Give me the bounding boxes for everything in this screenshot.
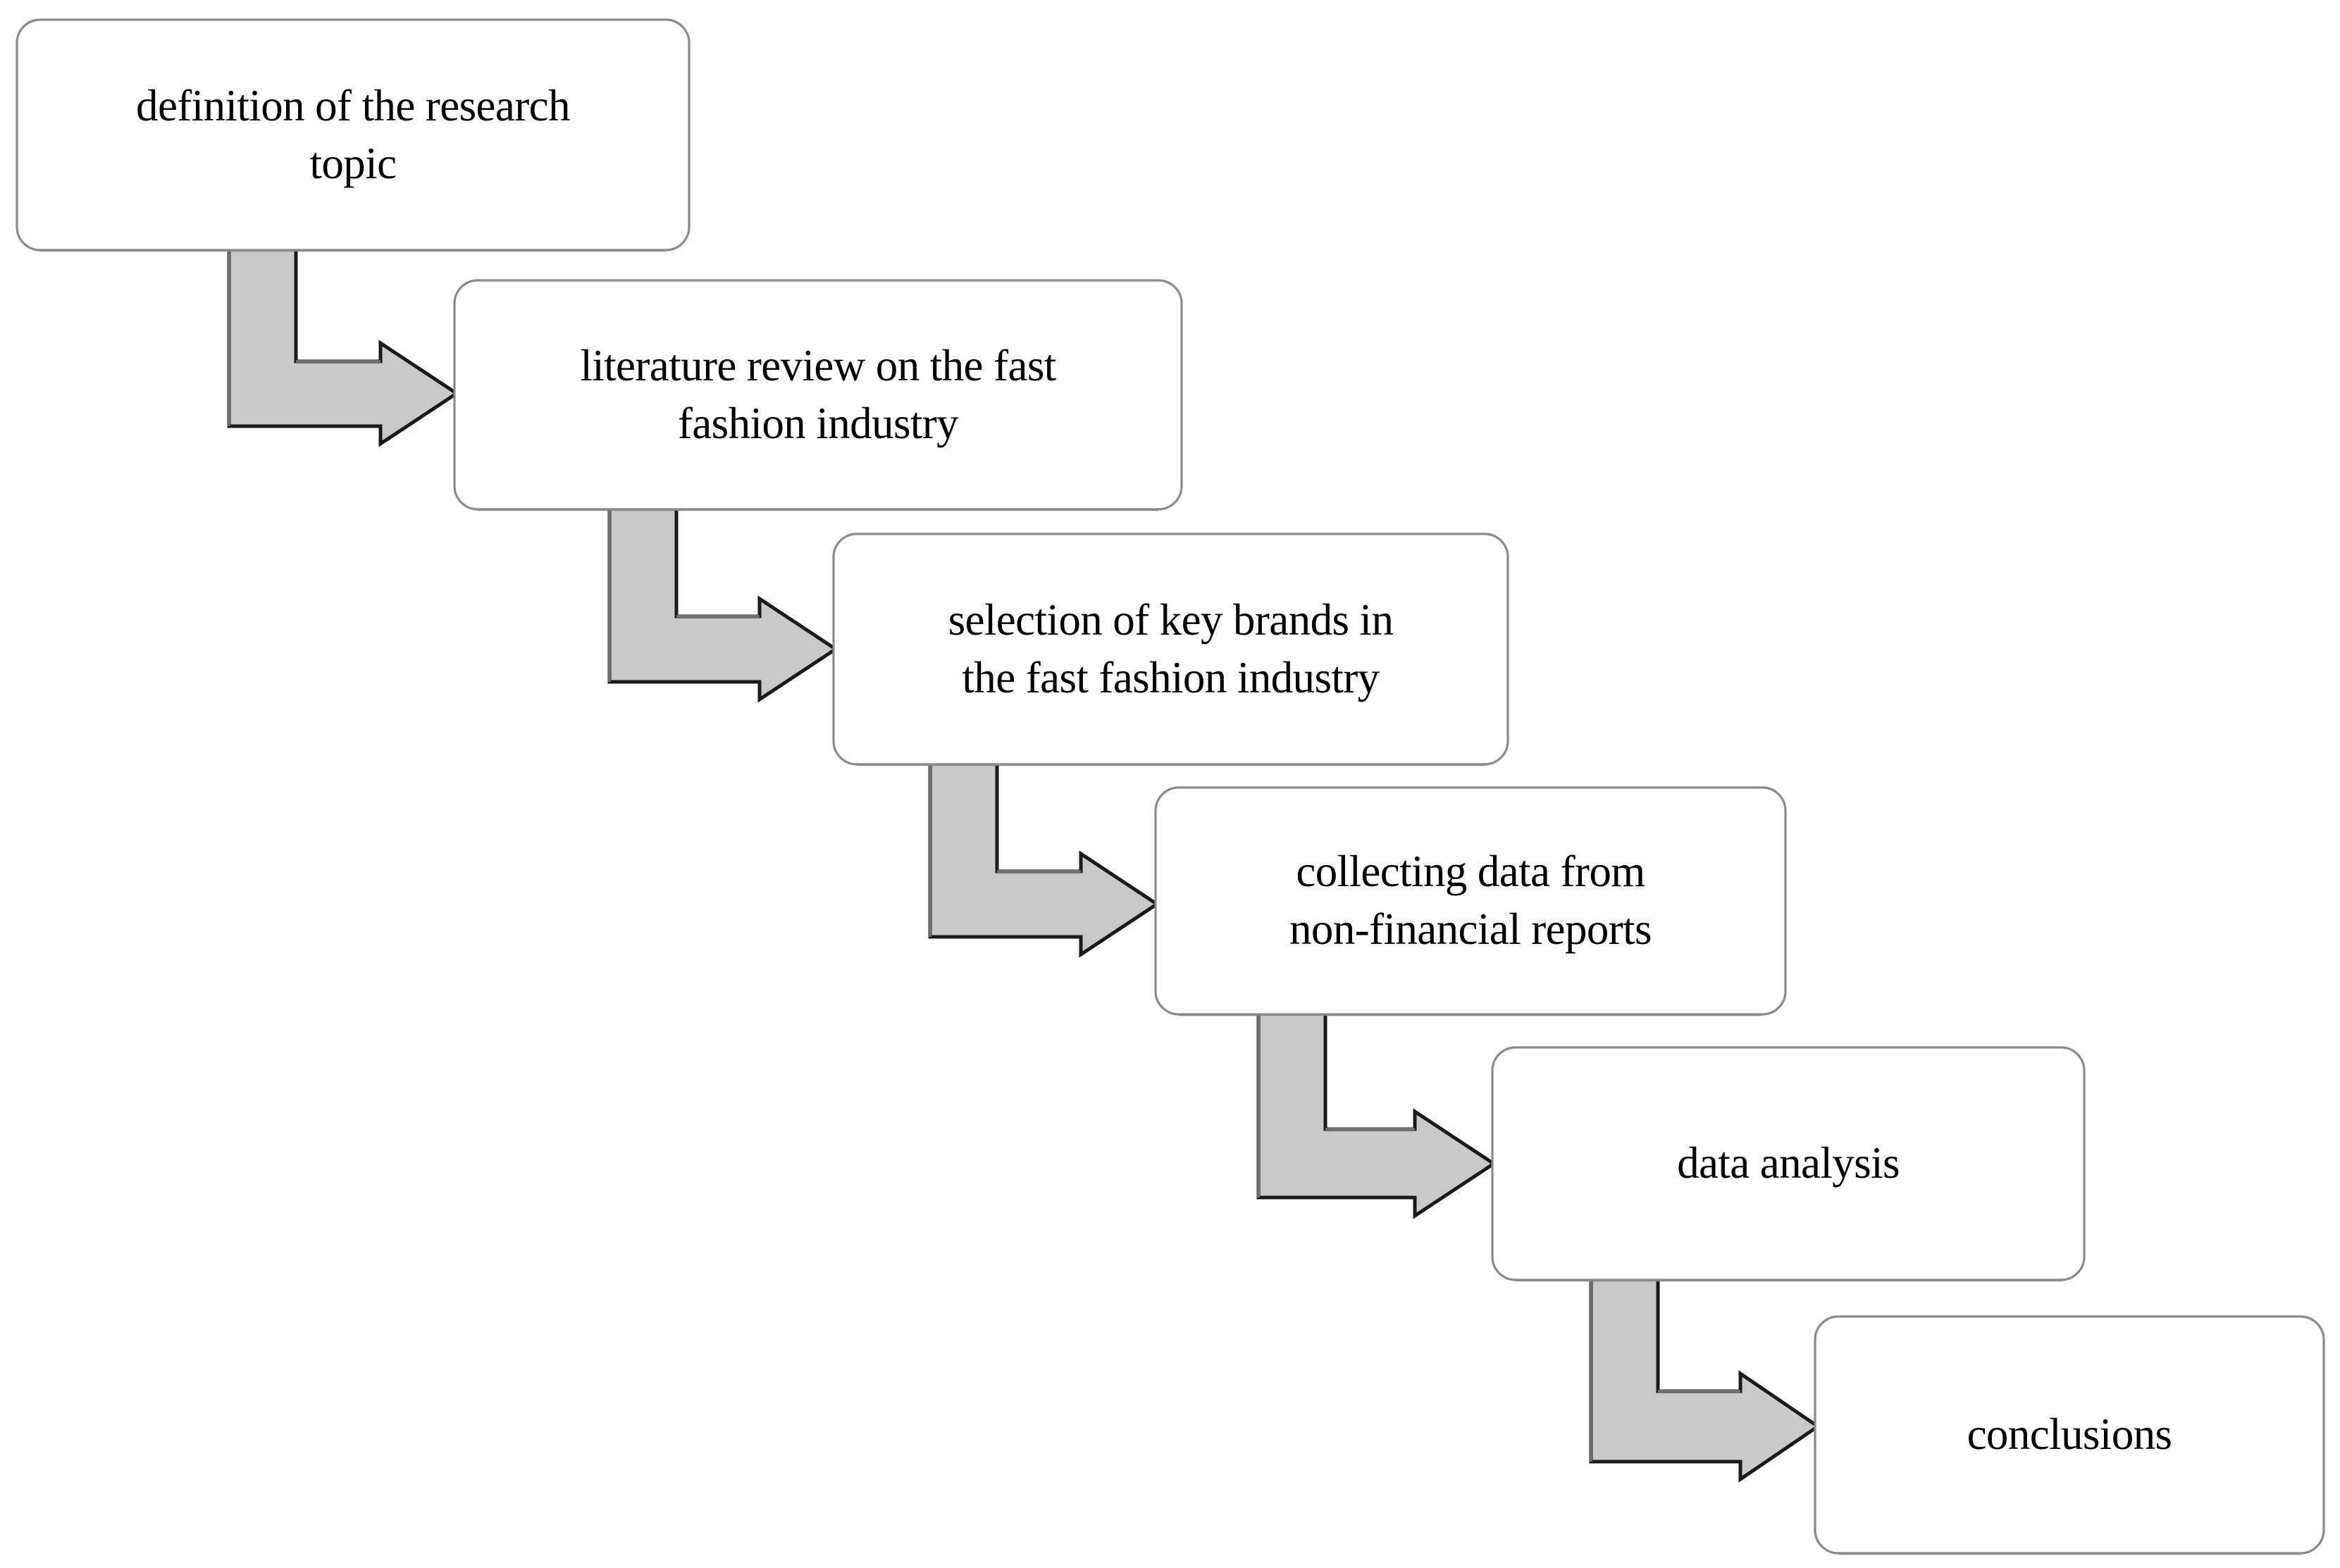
node-box-literature-review-on-the-fast-fashion-industry[interactable] [453, 279, 1183, 511]
nodes-group [16, 18, 2325, 1555]
arrow-step3-to-step4 [928, 759, 1160, 958]
arrow-step2-to-step3 [607, 504, 839, 703]
arrow-step4-to-step5-soft-edge [1257, 1012, 1415, 1197]
node-box-data-analysis[interactable] [1491, 1046, 2086, 1281]
arrow-step4-to-step5 [1256, 1009, 1497, 1219]
arrow-step2-to-step3-soft-edge [608, 506, 760, 682]
arrow-step3-to-step4-soft-edge [929, 761, 1081, 937]
arrow-step5-to-step6 [1589, 1274, 1821, 1483]
node-box-collecting-data-from-non-financial-reports[interactable] [1154, 786, 1787, 1016]
connectors-group [227, 246, 1821, 1483]
node-box-conclusions[interactable] [1814, 1315, 2325, 1555]
node-box-definition-of-the-research-topic[interactable] [16, 18, 691, 251]
arrow-step1-to-step2-soft-edge [228, 248, 380, 426]
arrow-step5-to-step6-soft-edge [1590, 1276, 1740, 1462]
arrow-step1-to-step2 [227, 246, 460, 447]
node-box-selection-of-key-brands-in-the-fast-fashion-industry[interactable] [832, 533, 1509, 766]
